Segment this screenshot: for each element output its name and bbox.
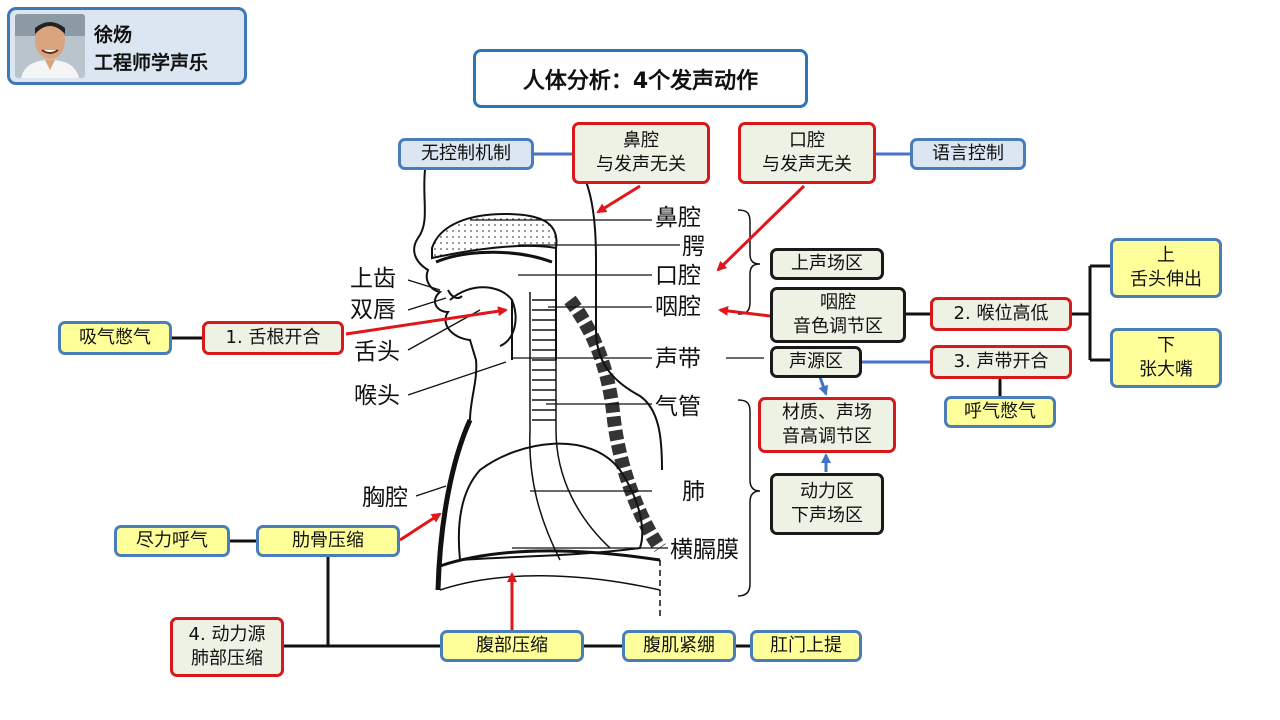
box-pharynx-zone: 咽腔 音色调节区 bbox=[770, 287, 906, 343]
box-abs-tight-text: 腹肌紧绷 bbox=[643, 635, 715, 656]
box-abdomen-compress-text: 腹部压缩 bbox=[476, 635, 548, 656]
box-pharynx-zone-line2: 音色调节区 bbox=[793, 316, 883, 337]
tongue-shape bbox=[449, 286, 517, 347]
box-oral-note-line1: 口腔 bbox=[789, 130, 825, 151]
box-power-zone: 动力区 下声场区 bbox=[770, 473, 884, 535]
box-inhale-hold-text: 吸气憋气 bbox=[79, 327, 151, 348]
box-no-control: 无控制机制 bbox=[398, 138, 534, 170]
box-pitch-zone: 材质、声场 音高调节区 bbox=[758, 397, 896, 453]
box-power-zone-line1: 动力区 bbox=[800, 481, 854, 502]
box-oral-note-line2: 与发声无关 bbox=[762, 154, 852, 175]
box-language-control-text: 语言控制 bbox=[932, 143, 1004, 164]
label-larynx: 喉头 bbox=[354, 383, 400, 409]
label-oral-cavity: 口腔 bbox=[655, 263, 701, 289]
box-exhale-hold-text: 呼气憋气 bbox=[964, 401, 1036, 422]
box-tongue-out-line1: 上 bbox=[1157, 245, 1175, 266]
box-tongue-out-line2: 舌头伸出 bbox=[1130, 269, 1202, 290]
box-full-breath: 尽力呼气 bbox=[114, 525, 230, 557]
nasal-cavity-shape bbox=[431, 212, 558, 260]
box-larynx-height: 2. 喉位高低 bbox=[930, 297, 1072, 331]
diaphragm-shape bbox=[439, 549, 661, 568]
face-outline bbox=[413, 169, 478, 421]
trachea-rings bbox=[529, 292, 611, 561]
box-pitch-zone-line2: 音高调节区 bbox=[782, 426, 872, 447]
box-cord-close-text: 3. 声带开合 bbox=[953, 351, 1049, 372]
box-upper-zone-text: 上声场区 bbox=[791, 253, 863, 274]
box-no-control-text: 无控制机制 bbox=[421, 143, 511, 164]
box-anus-lift: 肛门上提 bbox=[750, 630, 862, 662]
palate-shape bbox=[435, 250, 553, 264]
box-upper-zone: 上声场区 bbox=[770, 248, 884, 280]
label-pharynx: 咽腔 bbox=[655, 294, 701, 320]
label-vocal-cords: 声带 bbox=[655, 346, 701, 372]
box-open-mouth: 下 张大嘴 bbox=[1110, 328, 1222, 388]
box-source-zone-text: 声源区 bbox=[789, 351, 843, 372]
box-tongue-root-text: 1. 舌根开合 bbox=[225, 327, 321, 348]
box-nasal-note: 鼻腔 与发声无关 bbox=[572, 122, 710, 184]
label-lungs: 肺 bbox=[682, 479, 705, 505]
label-diaphragm: 横膈膜 bbox=[670, 537, 739, 563]
box-tongue-out: 上 舌头伸出 bbox=[1110, 238, 1222, 298]
box-full-breath-text: 尽力呼气 bbox=[136, 530, 208, 551]
author-name: 徐炀 bbox=[94, 24, 133, 46]
box-open-mouth-line2: 张大嘴 bbox=[1139, 359, 1193, 380]
box-cord-close: 3. 声带开合 bbox=[930, 345, 1072, 379]
box-rib-compress: 肋骨压缩 bbox=[256, 525, 400, 557]
box-larynx-height-text: 2. 喉位高低 bbox=[953, 303, 1049, 324]
box-language-control: 语言控制 bbox=[910, 138, 1026, 170]
label-lips: 双唇 bbox=[350, 297, 396, 323]
box-tongue-root: 1. 舌根开合 bbox=[202, 321, 344, 355]
label-nasal-cavity: 鼻腔 bbox=[655, 205, 701, 231]
box-abs-tight: 腹肌紧绷 bbox=[622, 630, 736, 662]
label-tongue: 舌头 bbox=[354, 339, 400, 365]
box-exhale-hold: 呼气憋气 bbox=[944, 396, 1056, 428]
label-palate: 腭 bbox=[682, 234, 705, 260]
box-pitch-zone-line1: 材质、声场 bbox=[782, 402, 872, 423]
box-open-mouth-line1: 下 bbox=[1157, 335, 1175, 356]
box-nasal-note-line1: 鼻腔 bbox=[623, 130, 659, 151]
author-subtitle: 工程师学声乐 bbox=[94, 52, 209, 74]
author-card: 徐炀 工程师学声乐 bbox=[7, 7, 247, 85]
box-power-source: 4. 动力源 肺部压缩 bbox=[170, 617, 284, 677]
box-pharynx-zone-line1: 咽腔 bbox=[820, 292, 856, 313]
box-power-source-line1: 4. 动力源 bbox=[188, 624, 266, 645]
label-trachea: 气管 bbox=[655, 394, 701, 420]
page-title: 人体分析：4个发声动作 bbox=[473, 49, 808, 108]
box-power-zone-line2: 下声场区 bbox=[791, 505, 863, 526]
box-source-zone: 声源区 bbox=[770, 346, 862, 378]
box-abdomen-compress: 腹部压缩 bbox=[440, 630, 584, 662]
person-photo-icon bbox=[15, 14, 85, 78]
box-oral-note: 口腔 与发声无关 bbox=[738, 122, 876, 184]
chest-wall bbox=[435, 418, 473, 591]
box-power-source-line2: 肺部压缩 bbox=[191, 648, 263, 669]
box-anus-lift-text: 肛门上提 bbox=[770, 635, 842, 656]
label-chest: 胸腔 bbox=[362, 485, 408, 511]
box-nasal-note-line2: 与发声无关 bbox=[596, 154, 686, 175]
box-rib-compress-text: 肋骨压缩 bbox=[292, 530, 364, 551]
label-upper-teeth: 上齿 bbox=[350, 266, 396, 292]
box-inhale-hold: 吸气憋气 bbox=[58, 321, 172, 355]
author-avatar bbox=[15, 14, 85, 78]
